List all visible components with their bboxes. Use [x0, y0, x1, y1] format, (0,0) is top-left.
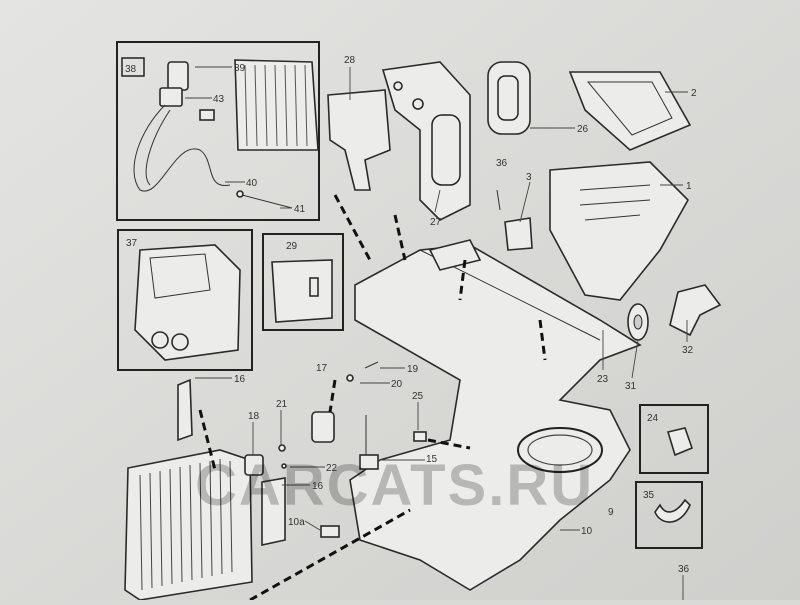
seal-plate [271, 259, 333, 323]
callout-2: 2 [691, 88, 697, 99]
callout-18: 18 [248, 411, 260, 422]
callout-39: 39 [234, 63, 246, 74]
callout-25: 25 [412, 391, 424, 402]
callout-16: 16 [234, 374, 246, 385]
inset-box-38 [116, 41, 320, 221]
callout-41: 41 [294, 204, 306, 215]
duct-seal [487, 61, 531, 135]
callout-17: 17 [316, 363, 328, 374]
sensor-harness [133, 61, 293, 209]
callout-40: 40 [246, 178, 258, 189]
callout-38: 38 [125, 64, 137, 75]
callout-37: 37 [126, 238, 138, 249]
callout-43: 43 [213, 94, 225, 105]
callout-10a: 10a [288, 517, 305, 528]
callout-26: 26 [577, 124, 589, 135]
bracket [504, 217, 533, 251]
clip-24 [666, 427, 694, 457]
inset-box-37 [117, 229, 253, 371]
main-heater-housing [349, 244, 642, 591]
plate-slot [309, 277, 319, 297]
callout-23: 23 [597, 374, 609, 385]
flap-bracket [327, 89, 391, 191]
callout-9: 9 [608, 507, 614, 518]
callout-3: 3 [526, 172, 532, 183]
callout-19: 19 [407, 364, 419, 375]
callout-32: 32 [682, 345, 694, 356]
inset-box-24 [639, 404, 709, 474]
heater-core-housing [134, 244, 241, 361]
callout-31: 31 [625, 381, 637, 392]
filter-cover [568, 71, 692, 151]
callout-27: 27 [430, 217, 442, 228]
callout-36b: 36 [678, 564, 690, 575]
callout-15: 15 [426, 454, 438, 465]
filter-housing [549, 161, 689, 301]
fitting-18 [244, 454, 264, 476]
watermark: CARCATS.RU [195, 453, 594, 518]
evaporator-core [124, 449, 253, 601]
callout-1: 1 [686, 181, 692, 192]
callout-29: 29 [286, 241, 298, 252]
callout-22: 22 [326, 463, 338, 474]
box-38-label-frame [121, 57, 145, 77]
clip-35 [654, 498, 691, 523]
callout-16b: 16 [312, 481, 324, 492]
expansion-valve [311, 411, 335, 443]
air-duct [381, 61, 471, 221]
clip-16b [261, 477, 286, 546]
callout-28: 28 [344, 55, 356, 66]
callout-36: 36 [496, 158, 508, 169]
actuator-motor [669, 284, 722, 337]
callout-21: 21 [276, 399, 288, 410]
callout-24: 24 [647, 413, 659, 424]
inset-box-35 [635, 481, 703, 549]
callout-10: 10 [581, 526, 593, 537]
cabin-filter [234, 59, 319, 151]
callout-35: 35 [643, 490, 655, 501]
clip-16 [177, 378, 193, 442]
inset-box-29 [262, 233, 344, 331]
callout-20: 20 [391, 379, 403, 390]
